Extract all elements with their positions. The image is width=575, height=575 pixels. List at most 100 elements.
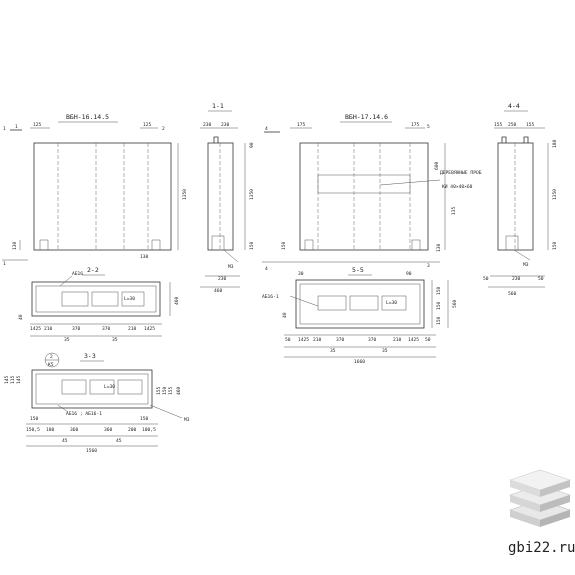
dim-2-bot-right: 130 (436, 243, 442, 252)
section-5-5-outline (295, 279, 425, 329)
dim-1-1-w1: 230 (218, 276, 227, 282)
dim-3-3-total: 1560 (86, 448, 97, 454)
dim-5-5-v3: 150 (436, 316, 442, 325)
section-mark-1b: 1 (15, 124, 18, 130)
dim-4-4-side-right: 50 (538, 276, 544, 282)
dim-2-height-a: 600 (434, 161, 440, 170)
dim-5-5-sub1: 35 (330, 348, 336, 354)
section-mark-4b: 4 (265, 266, 268, 272)
dim-2-2-sub2: 35 (112, 337, 118, 343)
dim-5-5-d6: 1425 (408, 337, 419, 343)
dim-3-3-v1: 145 (4, 375, 10, 384)
dim-2-2-h2: 40 (18, 314, 24, 320)
section-1-1-title: 1-1 (212, 102, 224, 110)
dim-3-3-r1: 155 (156, 386, 162, 395)
section-4-4-outline (497, 142, 534, 251)
dim-4-4-w1: 230 (512, 276, 521, 282)
dim-1-1-t2: 230 (221, 122, 230, 128)
dim-top-left: 125 (33, 122, 42, 128)
dim-bot-right: 130 (140, 254, 149, 260)
elevation-2-title: ВБН-17.14.6 (345, 113, 388, 121)
dim-3-3-v3: 145 (16, 375, 22, 384)
dim-3-3-v2: 115 (10, 375, 16, 384)
dim-5-5-h: 560 (452, 299, 458, 308)
section-2-2-window: L=30 (124, 296, 135, 302)
dim-2-2-d4: 370 (102, 326, 111, 332)
dim-2-top-right: 175 (411, 122, 420, 128)
dim-4-4-bot: 150 (552, 241, 558, 250)
block-outline (33, 142, 172, 251)
section-3-3-title: 3-3 (84, 352, 96, 360)
dim-2-top-left: 175 (297, 122, 306, 128)
dim-5-5-d5: 210 (393, 337, 402, 343)
dim-4-4-w2: 560 (508, 291, 517, 297)
dim-2-2-d2: 210 (44, 326, 53, 332)
section-mark-1a: 1 (3, 126, 6, 132)
section-2-2-title: 2-2 (87, 266, 99, 274)
section-1-1: 1-1 230 230 90 1350 150 М3 230 460 (200, 102, 255, 294)
dim-5-5-v2: 150 (436, 301, 442, 310)
dim-2-2-d5: 210 (128, 326, 137, 332)
callout-top: 2 (50, 354, 53, 360)
dim-3-3-d6: 100,5 (142, 427, 156, 433)
dim-bot-left: 130 (12, 241, 18, 250)
section-2-2: 2-2 АБ16 L=30 460 40 1425 210 370 370 21… (18, 266, 180, 343)
dim-3-3-h: 460 (176, 386, 182, 395)
section-4-4: 4-4 155 250 155 180 1350 150 М3 50 230 5… (483, 102, 558, 297)
dim-4-4-side-left: 50 (483, 276, 489, 282)
dim-3-3-d3: 360 (70, 427, 79, 433)
dim-2-2-d3: 370 (72, 326, 81, 332)
section-5-5-label: АБ16-1 (262, 294, 279, 300)
section-5-5-title: 5-5 (352, 266, 364, 274)
bolt-label-4-4: М3 (523, 262, 529, 268)
section-2-2-outline (31, 281, 161, 317)
section-5-5: 5-5 30 90 АБ16-1 L=30 150 150 150 560 40… (262, 266, 458, 365)
dim-1-1-height: 1350 (249, 189, 255, 200)
dim-height: 1350 (182, 189, 188, 200)
section-3-3-outline (31, 369, 153, 409)
section-3-3: 3-3 2 К5 L=30 АБ16 ; АБ16-1 М3 145 115 1… (4, 352, 190, 454)
dim-1-1-w2: 460 (214, 288, 223, 294)
section-mark-2: 2 (162, 126, 165, 132)
section-4-4-title: 4-4 (508, 102, 520, 110)
dim-3-3-s2: 150 (140, 416, 149, 422)
dim-4-4-right-top: 180 (552, 139, 558, 148)
dim-3-3-s1: 150 (30, 416, 39, 422)
section-mark-1c: 1 (3, 261, 6, 267)
watermark-text: gbi22.ru (508, 540, 575, 556)
dim-2-bot-left: 150 (281, 241, 287, 250)
dim-4-4-t2: 250 (508, 122, 517, 128)
section-mark-5: 5 (427, 124, 430, 130)
dim-4-4-height: 1350 (552, 189, 558, 200)
note-line-2: КИ 40×40×60 (442, 184, 473, 190)
watermark-logo: gbi22.ru (508, 469, 575, 556)
dim-3-3-d5: 200 (128, 427, 137, 433)
dim-top-right: 125 (143, 122, 152, 128)
dim-2-2-d1: 1425 (30, 326, 41, 332)
dim-2-height-b: 135 (451, 206, 457, 215)
dim-5-5-v1: 150 (436, 286, 442, 295)
section-mark-3: 3 (427, 263, 430, 269)
dim-2-2-h1: 460 (174, 296, 180, 305)
dim-5-5-d2: 210 (313, 337, 322, 343)
dim-3-3-r3: 155 (168, 386, 174, 395)
section-5-5-window: L=30 (386, 300, 397, 306)
dim-5-5-top-a: 30 (298, 271, 304, 277)
dim-5-5-d7: 50 (425, 337, 431, 343)
bolt-label-1-1: М3 (228, 264, 234, 270)
elevation-1-title: ВБН-16.14.5 (66, 113, 109, 121)
dim-1-1-right-top: 90 (249, 142, 255, 148)
callout-bottom: К5 (48, 362, 54, 368)
block-outline-2 (299, 142, 429, 251)
bolt-label-3-3: М3 (184, 417, 190, 423)
note-line-1: ДЕРЕВЯННЫЕ ПРОБ (440, 170, 482, 176)
elevation-vbn-16-14-5: ВБН-16.14.5 125 125 1350 130 130 1 1 1 2 (2, 113, 188, 267)
section-2-2-label: АБ16 (72, 271, 83, 277)
dim-5-5-top-b: 90 (406, 271, 412, 277)
section-mark-4: 4 (265, 126, 268, 132)
dim-3-3-sub2: 45 (116, 438, 122, 444)
elevation-vbn-17-14-6: ВБН-17.14.6 175 175 600 135 130 150 ДЕРЕ… (262, 113, 482, 272)
dim-4-4-t3: 155 (526, 122, 535, 128)
dim-3-3-d1: 150,5 (26, 427, 40, 433)
